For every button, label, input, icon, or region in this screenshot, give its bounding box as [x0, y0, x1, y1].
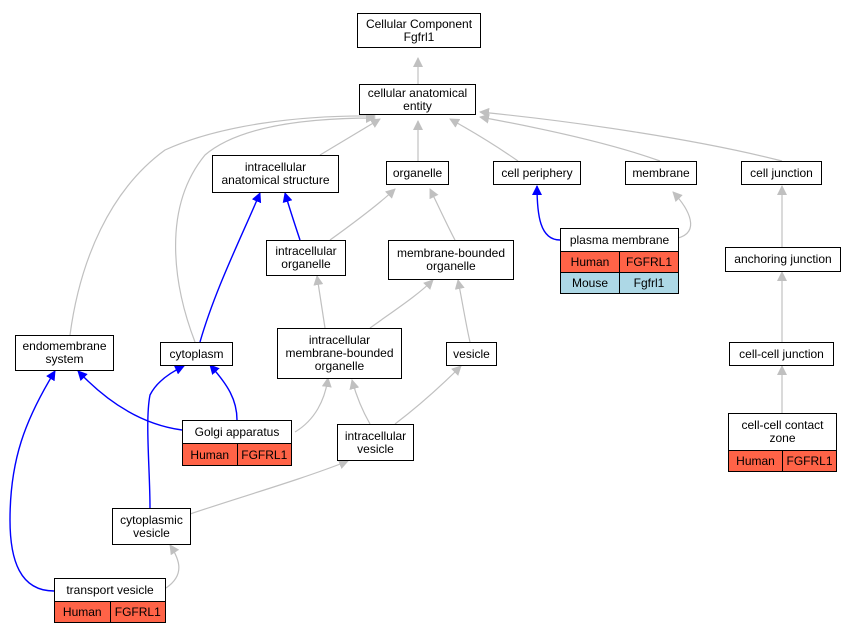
node-golgi-apparatus-label: Golgi apparatus [183, 421, 291, 444]
edge-iv-imbo [349, 379, 371, 425]
edge-io-organelle [329, 188, 396, 241]
node-membrane[interactable]: membrane [625, 161, 697, 185]
node-endomembrane-system[interactable]: endomembrane system [15, 335, 114, 371]
node-organelle[interactable]: organelle [386, 161, 449, 185]
edge-pm-periphery [532, 185, 561, 241]
edge-ias-cae [319, 118, 381, 156]
edge-tv-cv [165, 544, 180, 589]
node-cell-periphery[interactable]: cell periphery [493, 161, 581, 185]
annotation-row-human: Human FGFRL1 [729, 451, 836, 471]
edge-membrane-cae [479, 113, 661, 162]
node-membrane-bounded-organelle[interactable]: membrane-bounded organelle [388, 240, 514, 280]
node-cytoplasmic-vesicle[interactable]: cytoplasmic vesicle [112, 508, 191, 545]
node-transport-vesicle[interactable]: transport vesicle Human FGFRL1 [54, 578, 166, 623]
node-cell-cell-contact-zone-label: cell-cell contact zone [729, 414, 836, 451]
species-cell: Mouse [561, 273, 619, 293]
edge-pm-membrane [672, 191, 692, 239]
edge-imbo-mbo [369, 279, 434, 329]
node-plasma-membrane[interactable]: plasma membrane Human FGFRL1 Mouse Fgfrl… [560, 228, 679, 294]
edge-tv-endo [9, 370, 56, 592]
species-cell: Human [55, 602, 110, 622]
node-intracellular-anatomical-structure[interactable]: intracellular anatomical structure [212, 155, 339, 193]
gene-cell: FGFRL1 [109, 602, 165, 622]
node-cell-cell-contact-zone[interactable]: cell-cell contact zone Human FGFRL1 [728, 413, 837, 472]
edge-cytoplasm-ias [199, 192, 262, 343]
node-cytoplasm[interactable]: cytoplasm [160, 342, 233, 366]
edge-junction-cae [479, 107, 783, 162]
gene-cell: FGFRL1 [619, 252, 678, 272]
node-anchoring-junction[interactable]: anchoring junction [725, 247, 841, 272]
annotation-row-human: Human FGFRL1 [55, 602, 165, 622]
node-intracellular-membrane-bounded-organelle[interactable]: intracellular membrane-bounded organelle [277, 328, 402, 379]
species-cell: Human [561, 252, 619, 272]
annotation-row-human: Human FGFRL1 [561, 252, 678, 272]
species-cell: Human [183, 444, 237, 465]
edge-imbo-io [313, 275, 326, 329]
edge-cv-iv [189, 459, 349, 515]
edge-io-ias [282, 192, 301, 241]
node-cellular-anatomical-entity[interactable]: cellular anatomical entity [359, 84, 476, 115]
node-plasma-membrane-label: plasma membrane [561, 229, 678, 252]
edge-periphery-cae [449, 118, 519, 162]
edge-golgi-endo [77, 370, 183, 431]
edge-iv-vesicle [394, 365, 462, 425]
node-vesicle[interactable]: vesicle [446, 342, 497, 366]
edge-golgi-cytoplasm [209, 364, 238, 421]
edge-cytoplasm-cae [175, 113, 376, 343]
gene-cell: FGFRL1 [236, 444, 291, 465]
gene-cell: FGFRL1 [782, 451, 836, 471]
node-cell-junction[interactable]: cell junction [741, 161, 822, 185]
edge-cv-cytoplasm [147, 365, 185, 509]
node-intracellular-organelle[interactable]: intracellular organelle [266, 240, 346, 276]
edge-vesicle-mbo [454, 279, 471, 343]
gene-cell: Fgfrl1 [619, 273, 678, 293]
node-intracellular-vesicle[interactable]: intracellular vesicle [337, 424, 414, 461]
edge-golgi-imbo [294, 377, 332, 433]
edge-mbo-organelle [429, 188, 456, 241]
node-cell-cell-junction[interactable]: cell-cell junction [729, 342, 834, 366]
species-cell: Human [729, 451, 782, 471]
edge-endo-cae [69, 110, 376, 336]
node-cellular-component-root[interactable]: Cellular Component Fgfrl1 [357, 13, 481, 48]
annotation-row-mouse: Mouse Fgfrl1 [561, 272, 678, 293]
node-golgi-apparatus[interactable]: Golgi apparatus Human FGFRL1 [182, 420, 292, 466]
annotation-row-human: Human FGFRL1 [183, 444, 291, 465]
node-transport-vesicle-label: transport vesicle [55, 579, 165, 602]
